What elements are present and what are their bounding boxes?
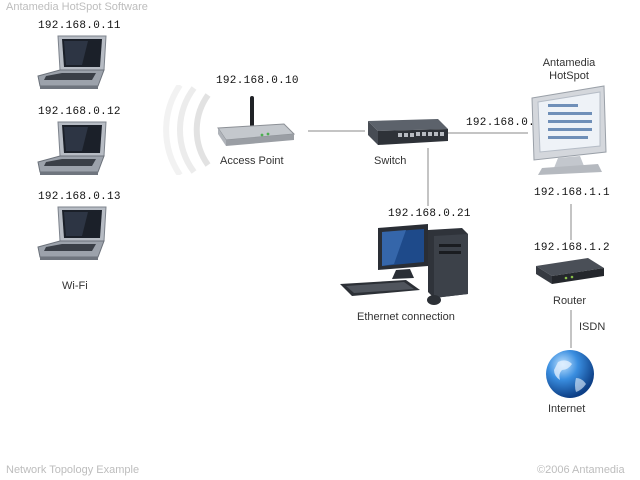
laptop-icon [37, 206, 107, 260]
access-point-label: Access Point [220, 155, 284, 167]
copyright: ©2006 Antamedia [537, 464, 625, 476]
brand-title: Antamedia HotSpot Software [6, 1, 148, 13]
router-label: Router [553, 295, 587, 307]
desktop-ip: 192.168.0.21 [388, 208, 471, 220]
laptop-3-ip: 192.168.0.13 [38, 191, 121, 203]
desktop-label: Ethernet connection [357, 311, 455, 323]
globe-icon [546, 350, 594, 398]
access-point-ip: 192.168.0.10 [216, 75, 299, 87]
diagram-caption: Network Topology Example [6, 464, 140, 476]
laptop-icon [37, 121, 107, 175]
access-point-icon [217, 96, 296, 146]
switch-icon [368, 119, 448, 145]
laptop-1-ip: 192.168.0.11 [38, 20, 121, 32]
hotspot-label-line2: HotSpot [549, 70, 589, 82]
laptop-2-ip: 192.168.0.12 [38, 106, 121, 118]
monitor-icon [531, 85, 607, 175]
isdn-label: ISDN [579, 321, 606, 333]
hotspot-ip: 192.168.1.1 [534, 187, 610, 199]
desktop-computer-icon [340, 224, 468, 305]
router-ip: 192.168.1.2 [534, 242, 610, 254]
laptop-icon [37, 35, 107, 89]
wireless-signal-icon [163, 85, 211, 175]
switch-ip: 192.168.0.1 [466, 117, 542, 129]
internet-label: Internet [548, 403, 586, 415]
switch-label: Switch [374, 155, 407, 167]
hotspot-label-line1: Antamedia [542, 57, 596, 69]
router-icon [536, 258, 604, 284]
wifi-label: Wi-Fi [62, 280, 88, 292]
